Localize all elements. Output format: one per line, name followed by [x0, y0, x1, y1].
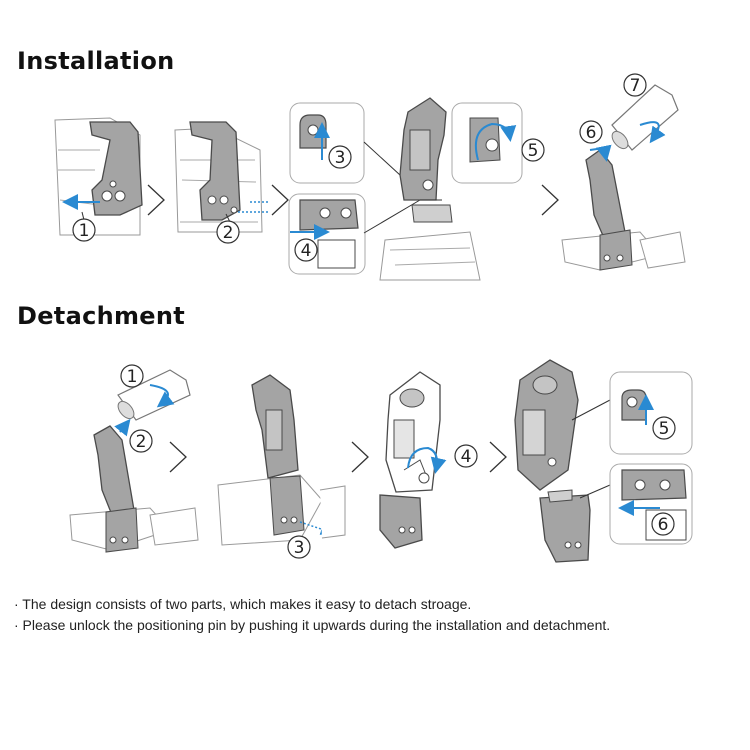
detach-chevron-1 — [169, 441, 187, 473]
detach-step-number-3: 3 — [287, 535, 311, 559]
svg-text:3: 3 — [335, 148, 346, 168]
detach-step-number-6: 6 — [651, 512, 675, 536]
detach-step-3-illustration — [217, 374, 346, 546]
detach-step-5-6-illustration — [514, 359, 611, 563]
install-step-2-illustration — [174, 121, 268, 233]
detach-step-number-5: 5 — [652, 416, 676, 440]
arrow-chevron-2 — [271, 184, 289, 216]
svg-text:2: 2 — [223, 223, 234, 243]
install-step-6-7-illustration — [561, 84, 686, 271]
note-line: · Please unlock the positioning pin by p… — [14, 617, 611, 633]
install-step-1-illustration — [54, 117, 143, 236]
svg-text:6: 6 — [658, 515, 669, 535]
install-step-4-inset — [288, 193, 366, 275]
svg-text:6: 6 — [586, 123, 597, 143]
svg-text:1: 1 — [79, 221, 90, 241]
installation-diagram: 1 2 3 4 5 6 7 — [54, 73, 686, 281]
detach-chevron-3 — [489, 441, 507, 473]
detach-step-number-4: 4 — [454, 444, 478, 468]
svg-text:7: 7 — [630, 76, 641, 96]
svg-text:5: 5 — [528, 141, 539, 161]
arrow-chevron-1 — [147, 184, 165, 216]
detach-step-6-inset — [609, 463, 693, 545]
detachment-heading: Detachment — [17, 302, 186, 330]
detach-step-5-inset — [609, 371, 693, 455]
install-step-number-5: 5 — [521, 138, 545, 162]
install-step-number-7: 7 — [623, 73, 647, 97]
svg-text:2: 2 — [136, 432, 147, 452]
installation-heading: Installation — [17, 47, 175, 75]
install-step-number-2: 2 — [216, 220, 240, 244]
install-step-number-4: 4 — [294, 238, 318, 262]
detachment-diagram: 1 2 3 4 5 6 — [69, 359, 693, 563]
detach-step-number-1: 1 — [120, 364, 144, 388]
install-step-number-3: 3 — [328, 145, 352, 169]
svg-text:4: 4 — [461, 447, 472, 467]
install-step-3-inset — [289, 102, 365, 184]
install-step-number-1: 1 — [72, 218, 96, 242]
detach-step-4-illustration — [379, 371, 447, 549]
install-step-5-illustration — [363, 97, 481, 281]
detach-chevron-2 — [351, 441, 369, 473]
note-line: · The design consists of two parts, whic… — [14, 596, 472, 612]
detach-step-1-2-illustration — [69, 369, 199, 553]
notes: · The design consists of two parts, whic… — [14, 594, 610, 636]
install-step-5-inset — [451, 102, 523, 184]
detach-step-number-2: 2 — [129, 429, 153, 453]
svg-text:4: 4 — [301, 241, 312, 261]
install-step-number-6: 6 — [579, 120, 603, 144]
svg-text:5: 5 — [659, 419, 670, 439]
svg-text:3: 3 — [294, 538, 305, 558]
arrow-chevron-3 — [541, 184, 559, 216]
svg-text:1: 1 — [127, 367, 138, 387]
